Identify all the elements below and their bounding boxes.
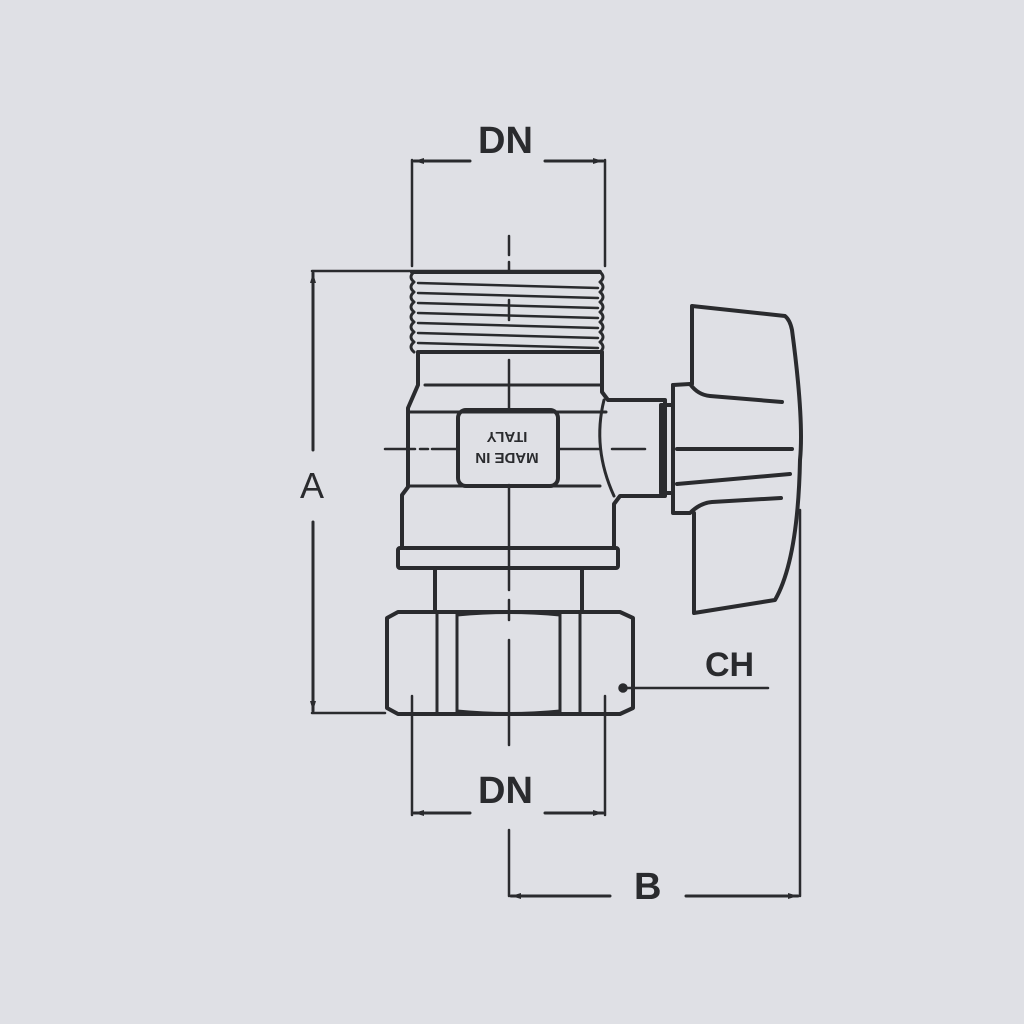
dn-top-dimension bbox=[410, 158, 607, 268]
stamp-line1: MADE IN bbox=[475, 449, 539, 466]
threaded-end bbox=[409, 270, 605, 354]
a-label: A bbox=[300, 465, 325, 506]
b-label: B bbox=[634, 866, 662, 908]
made-in-italy-stamp: MADE IN ITALY bbox=[458, 410, 556, 484]
dn-bottom-dimension bbox=[410, 694, 607, 817]
center-line bbox=[383, 234, 647, 747]
dn-top-label: DN bbox=[478, 120, 533, 162]
stamp-line2: ITALY bbox=[486, 428, 528, 445]
valve-handle bbox=[659, 304, 803, 615]
ch-label: CH bbox=[705, 646, 755, 684]
b-dimension bbox=[507, 508, 802, 899]
union-nut bbox=[385, 610, 635, 716]
ch-leader bbox=[618, 683, 770, 693]
valve-body bbox=[396, 350, 667, 614]
dn-bottom-label: DN bbox=[478, 770, 533, 812]
